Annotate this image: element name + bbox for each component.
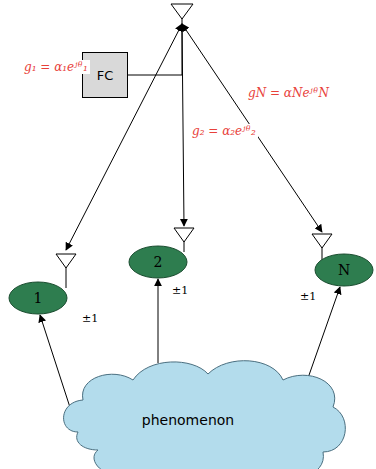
cloud-shape xyxy=(58,352,348,469)
antenna-symbol xyxy=(171,4,193,19)
antenna-symbol xyxy=(174,228,194,242)
antenna-symbol xyxy=(56,254,76,268)
fusion-center-box: FC xyxy=(82,52,128,98)
node-label: 2 xyxy=(154,254,163,270)
channel-gain-label: g₁ = α₁eʲᶿ₁ xyxy=(22,60,90,74)
node-label: FC xyxy=(97,68,114,83)
decision-label: ±1 xyxy=(170,284,190,297)
phenomenon-cloud: phenomenon xyxy=(58,352,348,469)
link-arrow xyxy=(182,24,322,232)
link-arrow xyxy=(182,24,184,226)
sensor-node: N xyxy=(314,253,374,287)
sensor-node: 2 xyxy=(128,245,188,279)
sensor-node: 1 xyxy=(8,281,68,315)
node-label: N xyxy=(338,262,350,278)
channel-gain-label: gN = αNeʲᶿN xyxy=(246,86,331,100)
node-label: 1 xyxy=(34,290,43,306)
node-label: phenomenon xyxy=(142,412,234,428)
decision-label: ±1 xyxy=(298,290,318,303)
fc-wire xyxy=(128,75,182,76)
link-arrow xyxy=(66,24,182,250)
link-arrow xyxy=(158,279,159,363)
channel-gain-label: g₂ = α₂eʲᶿ₂ xyxy=(190,124,258,138)
antenna-symbol xyxy=(312,234,332,248)
decision-label: ±1 xyxy=(80,312,100,325)
